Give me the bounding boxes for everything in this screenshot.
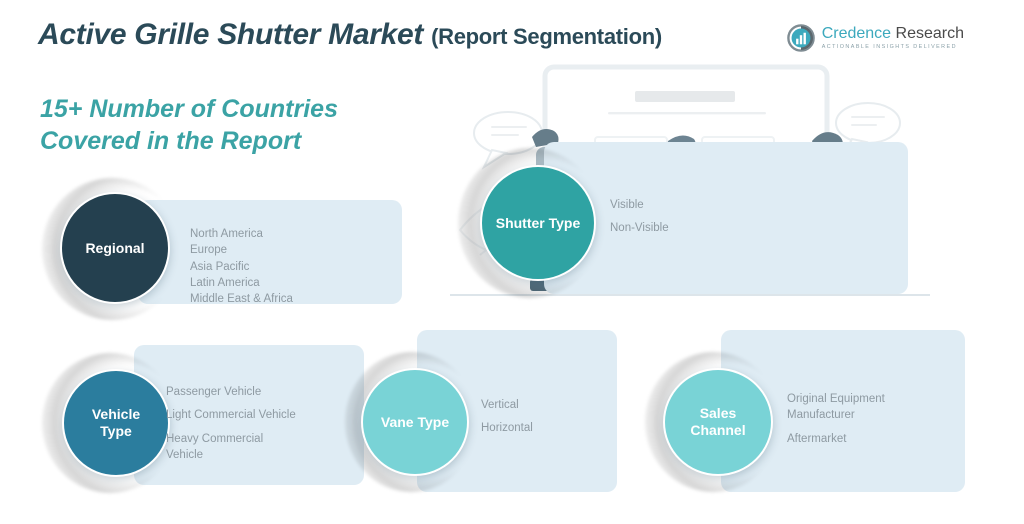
segment-bubble-vehicle-type[interactable]: Vehicle Type <box>62 369 170 477</box>
brand-tagline: Actionable Insights Delivered <box>821 43 957 50</box>
segment-card-shutter-type: Shutter Type Visible Non-Visible <box>458 140 908 300</box>
list-item: Original Equipment Manufacturer <box>787 393 885 421</box>
segment-card-vehicle-type: Vehicle Type Passenger Vehicle Light Com… <box>42 345 372 493</box>
brand-logo: Credence Research Actionable Insights De… <box>786 24 964 52</box>
segment-bubble-shutter-type[interactable]: Shutter Type <box>480 165 596 281</box>
segment-items-regional: North America Europe Asia Pacific Latin … <box>190 226 390 308</box>
list-item: Non-Visible <box>610 221 669 234</box>
list-item: Asia Pacific <box>190 260 250 273</box>
segment-panel <box>134 345 364 485</box>
list-item: Light Commercial Vehicle <box>166 408 296 421</box>
list-item: Vertical <box>481 399 519 411</box>
brand-name-part2: Research <box>891 24 964 42</box>
list-item: Europe <box>190 244 228 257</box>
list-item: Latin America <box>190 276 260 289</box>
segment-items-shutter-type: Visible Non-Visible <box>610 199 830 234</box>
segment-panel <box>138 200 402 304</box>
list-item: North America <box>190 228 263 240</box>
page-title: Active Grille Shutter Market (Report Seg… <box>38 18 662 52</box>
segment-bubble-regional[interactable]: Regional <box>60 192 170 304</box>
segment-items-vehicle-type: Passenger Vehicle Light Commercial Vehic… <box>166 386 366 463</box>
segment-panel <box>544 142 908 294</box>
page-title-main: Active Grille Shutter Market <box>38 18 432 51</box>
segment-card-regional: Regional North America Europe Asia Pacif… <box>42 178 402 320</box>
list-item: Visible <box>610 199 644 211</box>
list-item: Heavy Commercial Vehicle <box>166 433 264 461</box>
list-item: Aftermarket <box>787 433 847 446</box>
segment-card-vane-type: Vane Type Vertical Horizontal <box>345 330 635 492</box>
countries-covered-highlight: 15+ Number of Countries Covered in the R… <box>40 95 338 155</box>
segment-bubble-sales-channel[interactable]: Sales Channel <box>663 368 773 476</box>
page-title-sub: (Report Segmentation) <box>431 24 662 49</box>
list-item: Passenger Vehicle <box>166 386 262 398</box>
brand-name-part1: Credence <box>821 24 892 42</box>
brand-text: Credence Research Actionable Insights De… <box>821 24 964 50</box>
brand-name: Credence Research <box>821 24 964 43</box>
list-item: Middle East & Africa <box>190 293 293 306</box>
bar-chart-circle-icon <box>786 24 815 52</box>
segment-bubble-vane-type[interactable]: Vane Type <box>361 368 469 476</box>
segment-items-sales-channel: Original Equipment Manufacturer Aftermar… <box>787 392 957 446</box>
segment-card-sales-channel: Sales Channel Original Equipment Manufac… <box>645 330 965 492</box>
list-item: Horizontal <box>481 421 533 434</box>
segment-items-vane-type: Vertical Horizontal <box>481 399 631 434</box>
